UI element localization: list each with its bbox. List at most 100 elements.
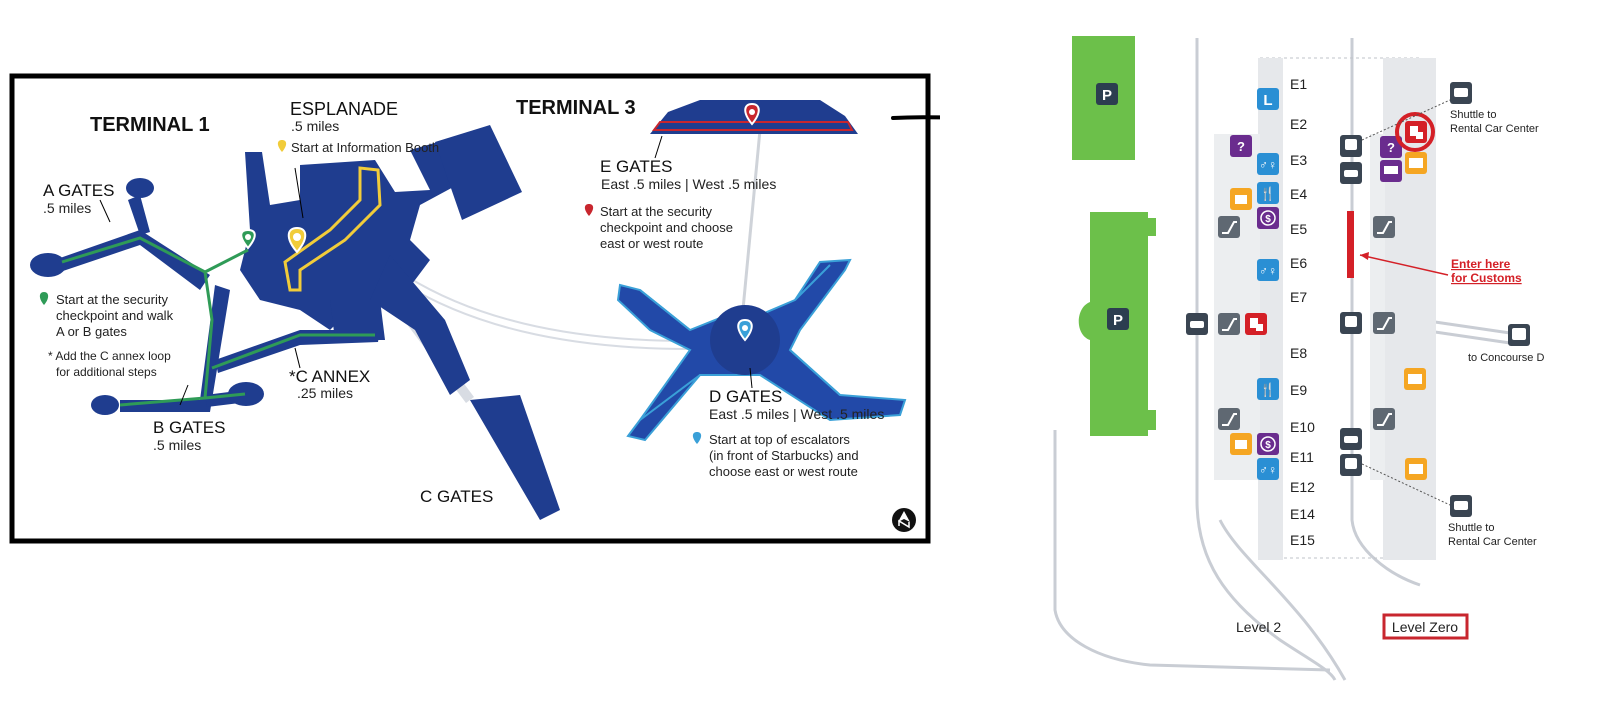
gate-e5: E5 (1290, 221, 1307, 237)
concourse-d-label: to Concourse D (1468, 352, 1544, 364)
e-note-line-1: Start at the security (600, 204, 712, 219)
baggage-icon (1405, 152, 1427, 174)
b-gates-title: B GATES (153, 418, 225, 437)
e-note-line-3: east or west route (600, 236, 703, 251)
red-pin-icon (744, 102, 760, 126)
escalator-icon (1218, 216, 1240, 238)
customs-highlight-circle (1395, 112, 1435, 152)
d-gates-distance: East .5 miles | West .5 miles (709, 406, 884, 422)
ab-note-line-3: A or B gates (56, 324, 127, 339)
esplanade-note: Start at Information Booth (291, 140, 439, 155)
concourse-e-map: P P E1 E2 E3 E4 E5 E6 E7 E8 E9 E10 E11 E… (1053, 36, 1544, 681)
car-rental-icon (1380, 160, 1402, 182)
ab-note-line-1: Start at the security (56, 292, 168, 307)
svg-text:♂♀: ♂♀ (1259, 463, 1277, 477)
restaurant-icon: 🍴 (1257, 378, 1279, 400)
svg-text:♂♀: ♂♀ (1259, 158, 1277, 172)
customs-icon (1405, 121, 1427, 143)
gate-e12: E12 (1290, 479, 1315, 495)
customs-icon (1245, 313, 1267, 335)
terminal-walking-map: TERMINAL 1 TERMINAL 3 ESPLANADE .5 miles… (9, 73, 940, 544)
gate-e10: E10 (1290, 419, 1315, 435)
customs-label-line-2: for Customs (1451, 271, 1522, 285)
parking-icon: P (1107, 308, 1129, 330)
baggage-icon (1405, 458, 1427, 480)
e-gates-distance: East .5 miles | West .5 miles (601, 176, 776, 192)
currency-exchange-icon: $ (1257, 207, 1279, 229)
red-marker-icon (584, 204, 594, 216)
svg-text:🍴: 🍴 (1260, 186, 1276, 202)
e-note-line-2: checkpoint and choose (600, 220, 733, 235)
gate-e6: E6 (1290, 255, 1307, 271)
escalator-icon (1373, 408, 1395, 430)
escalator-icon (1218, 408, 1240, 430)
gate-e4: E4 (1290, 186, 1307, 202)
restaurant-icon: 🍴 (1257, 182, 1279, 204)
shop-icon (1230, 188, 1252, 210)
level-2-label: Level 2 (1236, 619, 1281, 635)
c-annex-title: *C ANNEX (289, 367, 370, 386)
a-gates-distance: .5 miles (43, 200, 91, 216)
gate-e11: E11 (1290, 449, 1314, 465)
information-icon: ? (1380, 136, 1402, 158)
shuttle-icon (1450, 495, 1472, 517)
d-note-line-1: Start at top of escalators (709, 432, 850, 447)
taxi-icon (1340, 162, 1362, 184)
information-icon: ? (1230, 135, 1252, 157)
gate-e14: E14 (1290, 506, 1315, 522)
annex-note-line-2: for additional steps (56, 365, 157, 379)
bus-icon (1340, 454, 1362, 476)
gate-e3: E3 (1290, 152, 1307, 168)
restroom-icon: ♂♀ (1257, 458, 1279, 480)
escalator-icon (1373, 216, 1395, 238)
restroom-icon: ♂♀ (1257, 153, 1279, 175)
svg-text:P: P (1113, 312, 1123, 329)
svg-text:$: $ (1265, 214, 1271, 225)
d-note-line-3: choose east or west route (709, 464, 858, 479)
green-pin-icon (240, 228, 256, 250)
ab-note-line-2: checkpoint and walk (56, 308, 174, 323)
bus-icon (1340, 312, 1362, 334)
esplanade-title: ESPLANADE (290, 99, 398, 119)
a-gates-title: A GATES (43, 181, 115, 200)
c-annex-distance: .25 miles (297, 385, 353, 401)
train-icon (1508, 324, 1530, 346)
level-zero-label: Level Zero (1392, 619, 1458, 635)
restroom-icon: ♂♀ (1257, 259, 1279, 281)
pointer-arrow-icon (891, 115, 940, 120)
level-2-concourse (1258, 58, 1283, 560)
svg-text:?: ? (1387, 140, 1395, 155)
d-note-line-2: (in front of Starbucks) and (709, 448, 859, 463)
d-gates-title: D GATES (709, 387, 782, 406)
level-zero-box (1382, 613, 1469, 640)
bus-icon (1340, 135, 1362, 157)
baggage-icon (1404, 368, 1426, 390)
svg-text:♂♀: ♂♀ (1259, 264, 1277, 278)
parking-icon: P (1096, 83, 1118, 105)
esplanade-distance: .5 miles (291, 118, 339, 134)
taxi-icon (1186, 313, 1208, 335)
ab-gates-route (61, 236, 375, 407)
terminal-3-title: TERMINAL 3 (516, 97, 636, 119)
svg-text:$: $ (1265, 440, 1271, 451)
blue-marker-icon (692, 432, 702, 444)
svg-text:🍴: 🍴 (1260, 382, 1276, 398)
esplanade-route (283, 166, 382, 292)
green-marker-icon (39, 292, 49, 305)
lounge-icon: L (1257, 88, 1279, 110)
shuttle-top-line-2: Rental Car Center (1450, 123, 1539, 135)
north-arrow-icon (892, 508, 916, 532)
shuttle-top-line-1: Shuttle to (1450, 109, 1496, 121)
gate-e15: E15 (1290, 532, 1315, 548)
yellow-marker-icon (277, 140, 287, 152)
currency-exchange-icon: $ (1257, 433, 1279, 455)
c-gates-title: C GATES (420, 487, 493, 506)
terminal-1-title: TERMINAL 1 (90, 114, 210, 136)
terminal-1-building (30, 125, 560, 520)
gate-e1: E1 (1290, 76, 1307, 92)
customs-entrance-bar (1347, 211, 1354, 278)
escalator-icon (1218, 313, 1240, 335)
gate-e2: E2 (1290, 116, 1307, 132)
shuttle-bottom-line-1: Shuttle to (1448, 522, 1494, 534)
customs-label-line-1: Enter here (1451, 257, 1511, 271)
